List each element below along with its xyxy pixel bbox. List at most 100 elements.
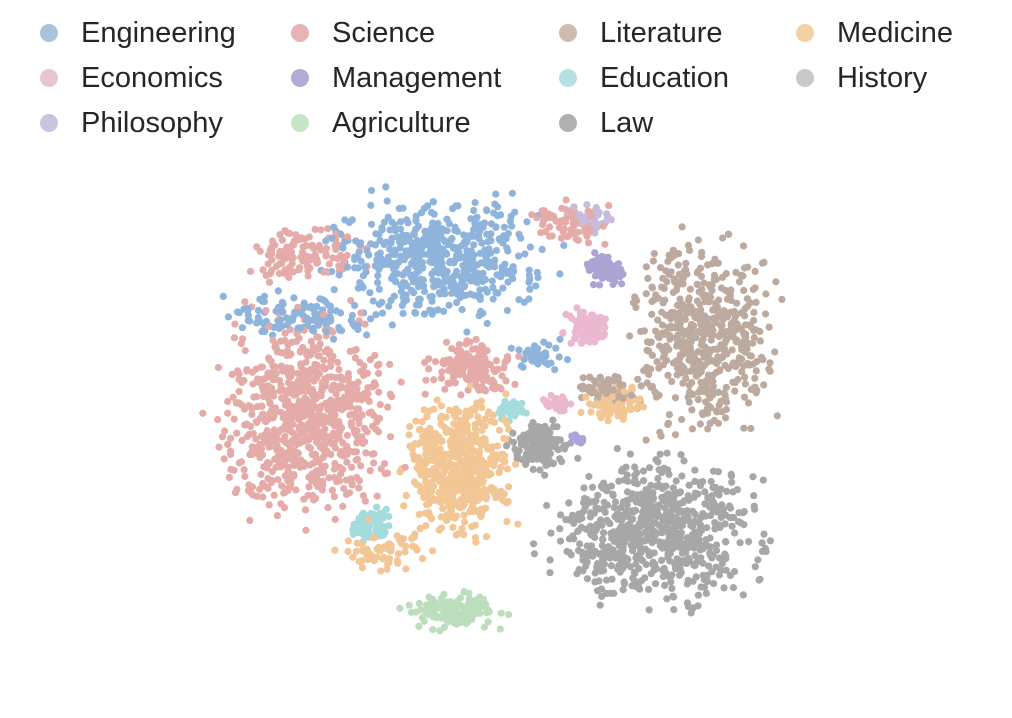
point-agriculture — [481, 602, 490, 610]
point-engineering — [517, 362, 525, 370]
point-science — [325, 474, 333, 482]
point-science — [317, 226, 325, 234]
point-literature — [645, 370, 653, 379]
point-science — [353, 427, 361, 435]
point-science — [344, 370, 352, 378]
point-medicine — [474, 508, 482, 516]
point-science — [332, 405, 340, 413]
point-education — [376, 520, 384, 528]
point-science — [284, 463, 292, 471]
point-science — [339, 376, 347, 384]
point-engineering — [506, 267, 514, 275]
point-medicine — [349, 553, 357, 561]
point-engineering — [474, 231, 483, 239]
point-law — [706, 534, 714, 542]
point-medicine — [475, 418, 483, 426]
point-medicine — [451, 514, 459, 522]
point-literature — [634, 375, 642, 383]
point-law — [706, 543, 715, 551]
point-science — [243, 366, 251, 374]
point-literature — [695, 357, 703, 365]
point-law — [562, 516, 570, 524]
point-law — [592, 497, 600, 505]
point-law — [644, 516, 652, 524]
point-science — [247, 449, 256, 457]
point-engineering — [274, 287, 282, 295]
point-law — [671, 560, 679, 569]
point-law — [599, 555, 607, 563]
point-law — [755, 576, 763, 584]
point-agriculture — [476, 609, 484, 617]
point-literature — [741, 321, 750, 329]
point-law — [607, 562, 616, 570]
point-medicine — [353, 539, 361, 547]
point-science — [303, 262, 311, 270]
point-science — [383, 469, 392, 477]
point-science — [281, 329, 289, 337]
point-medicine — [595, 409, 604, 418]
point-law — [603, 483, 611, 491]
point-engineering — [420, 310, 429, 318]
point-literature — [734, 375, 742, 384]
point-law — [598, 521, 606, 529]
point-literature — [708, 286, 716, 294]
point-law — [696, 521, 705, 529]
point-law — [645, 606, 653, 614]
legend-item-literature: Literature — [559, 13, 723, 53]
point-engineering — [509, 275, 517, 283]
point-law — [646, 535, 655, 543]
point-medicine — [433, 396, 441, 404]
point-law — [766, 537, 775, 545]
point-medicine — [458, 524, 466, 533]
point-engineering — [388, 321, 396, 329]
point-literature — [731, 387, 739, 395]
point-engineering — [426, 231, 434, 239]
point-law — [663, 539, 671, 547]
point-science — [257, 470, 265, 479]
point-science — [279, 436, 287, 444]
point-literature — [619, 394, 627, 402]
point-medicine — [385, 555, 393, 563]
point-medicine — [463, 493, 471, 501]
point-science — [306, 461, 314, 469]
point-literature — [637, 327, 645, 336]
point-science — [229, 393, 237, 401]
point-engineering — [269, 331, 277, 339]
point-law — [712, 546, 721, 555]
point-science — [322, 268, 330, 276]
point-engineering — [254, 313, 262, 322]
point-science — [292, 391, 300, 399]
point-philosophy — [570, 203, 578, 211]
point-science — [363, 428, 371, 436]
point-education — [511, 405, 519, 413]
point-law — [636, 530, 645, 538]
point-medicine — [460, 428, 469, 437]
point-science — [334, 358, 342, 366]
point-medicine — [582, 393, 590, 401]
point-medicine — [352, 547, 360, 556]
point-science — [241, 298, 249, 306]
point-medicine — [472, 461, 480, 469]
point-science — [199, 409, 207, 417]
point-science — [466, 338, 474, 346]
point-literature — [733, 299, 741, 307]
point-management — [618, 280, 626, 288]
point-medicine — [370, 557, 378, 565]
point-literature — [685, 294, 693, 302]
point-philosophy — [579, 219, 587, 227]
point-law — [543, 438, 551, 446]
point-law — [597, 585, 606, 593]
point-economics — [584, 326, 593, 334]
point-law — [736, 539, 744, 547]
point-law — [603, 516, 611, 524]
point-medicine — [430, 472, 438, 480]
point-engineering — [436, 253, 444, 262]
point-science — [278, 236, 286, 244]
point-science — [288, 471, 296, 479]
point-medicine — [627, 406, 635, 414]
point-law — [652, 456, 660, 464]
point-science — [381, 460, 389, 468]
point-engineering — [388, 234, 396, 242]
point-law — [594, 560, 602, 568]
